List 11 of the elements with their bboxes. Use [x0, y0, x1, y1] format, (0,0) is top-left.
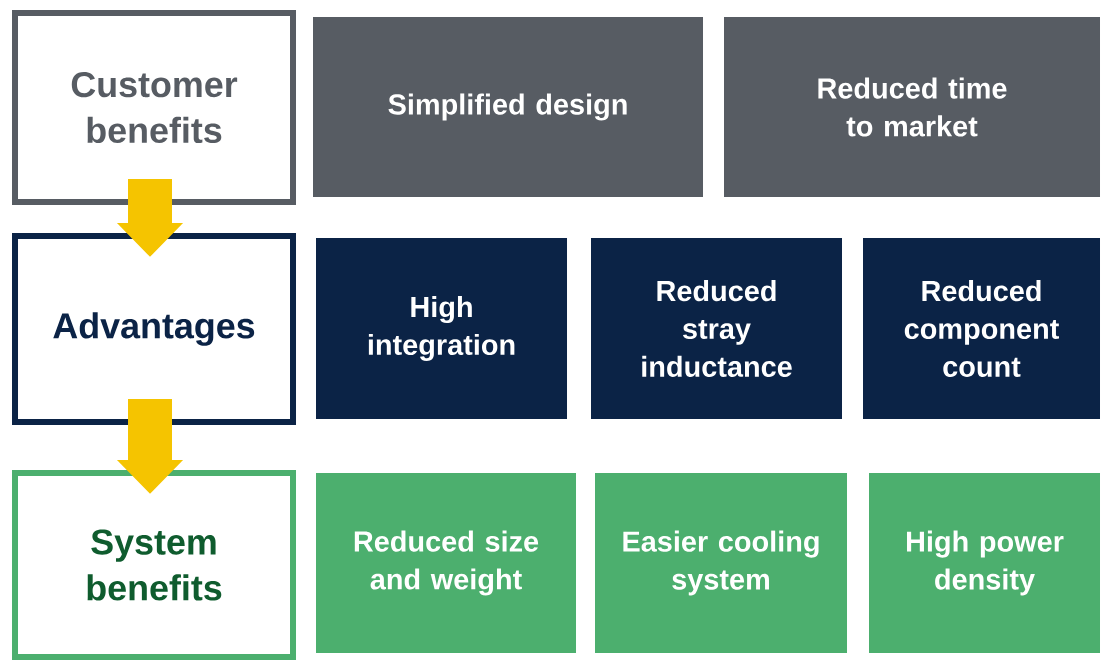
benefit-box: High integration — [316, 238, 567, 419]
heading-box: Advantages — [12, 233, 296, 425]
benefit-box: Reduced stray inductance — [591, 238, 842, 419]
benefit-box: Reduced size and weight — [316, 473, 576, 653]
benefit-box: High power density — [869, 473, 1100, 653]
heading-box: Customer benefits — [12, 10, 296, 205]
heading-box: System benefits — [12, 470, 296, 660]
benefit-box: Reduced component count — [863, 238, 1100, 419]
benefit-box: Simplified design — [313, 17, 703, 197]
benefit-box: Reduced time to market — [724, 17, 1100, 197]
benefit-box: Easier cooling system — [595, 473, 847, 653]
